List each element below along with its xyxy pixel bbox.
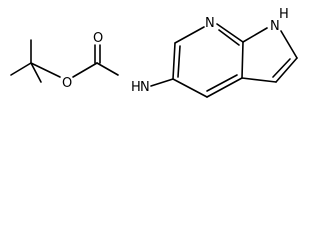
bond-n7-c7a — [216, 23, 244, 43]
bond-tbu-methyl-left — [10, 62, 32, 76]
bond-c2-c3-inner — [272, 58, 291, 78]
amide-nitrogen-label: N — [140, 80, 150, 95]
bond-c7a-c3a — [241, 41, 244, 79]
pyrrole-hydrogen-label: H — [279, 7, 289, 22]
amide-hydrogen-label: H — [131, 80, 141, 95]
structure-canvas: O O H N N H N — [0, 0, 311, 111]
bond-tbu-to-oxygen — [30, 62, 61, 78]
bond-c3a-c4-inner — [206, 74, 238, 92]
bond-c5-c6-inner — [177, 45, 181, 78]
bond-c3-c3a — [241, 77, 277, 83]
bond-n1-c2 — [280, 30, 298, 59]
atom-labels: O O H N N H N — [62, 7, 289, 95]
bond-carbonyl-to-nh — [96, 62, 119, 76]
ester-oxygen-label: O — [62, 76, 72, 91]
bond-tbu-methyl-bottom — [30, 62, 42, 83]
bonds — [10, 23, 298, 98]
bond-n7-c7a-inner — [218, 29, 240, 46]
bond-c6-n7 — [174, 26, 205, 44]
bond-c2-c3 — [275, 57, 298, 83]
bond-c3a-c4 — [206, 77, 243, 98]
pyrrole-nitrogen-label: N — [270, 19, 280, 34]
molecule-structure: O O H N N H N — [10, 7, 298, 98]
carbonyl-oxygen-label: O — [93, 31, 103, 46]
bond-c4-c5 — [172, 78, 208, 98]
pyridine-nitrogen-label: N — [205, 16, 215, 31]
bond-nh-to-ring — [150, 78, 174, 87]
bond-oxygen-to-carbonyl — [72, 62, 98, 78]
bond-c5-c6 — [172, 42, 176, 80]
bond-c7a-n1 — [242, 27, 268, 43]
